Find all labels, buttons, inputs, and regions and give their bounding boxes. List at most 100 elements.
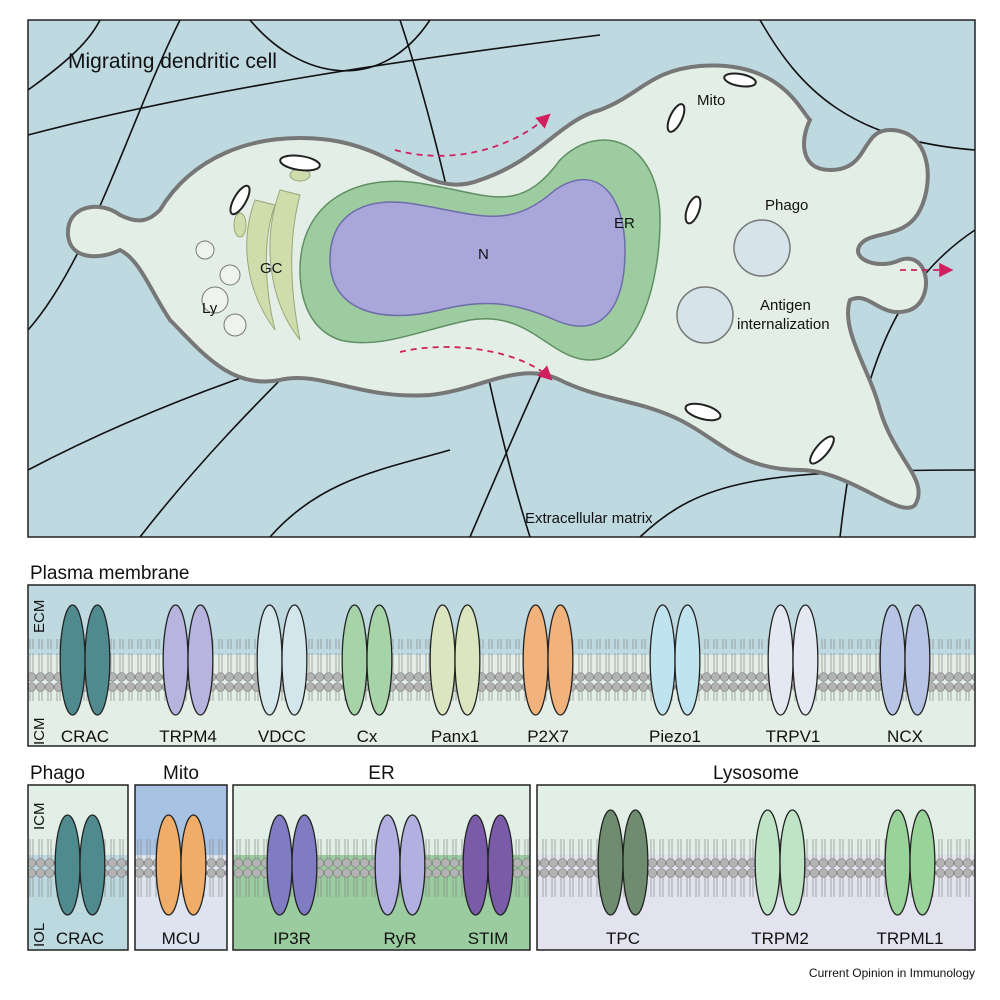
plasma-membrane-title: Plasma membrane <box>30 563 189 584</box>
channel-tpc: TPC <box>597 809 649 948</box>
journal-credit: Current Opinion in Immunology <box>809 966 975 980</box>
channel-trpm4: TRPM4 <box>159 604 217 746</box>
panel-title: Lysosome <box>713 763 799 784</box>
channel-mcu: MCU <box>155 814 207 948</box>
channel-subunit <box>547 604 574 716</box>
channel-subunit <box>59 604 86 716</box>
channel-subunit <box>674 604 701 716</box>
side-label-icm: ICM <box>31 803 48 831</box>
channel-ryr: RyR <box>374 814 426 948</box>
channel-label: TRPV1 <box>766 727 821 746</box>
channel-subunit <box>79 814 106 916</box>
golgi-complex <box>233 168 311 341</box>
channel-subunit <box>366 604 393 716</box>
panel-title: Phago <box>30 763 85 784</box>
channel-vdcc: VDCC <box>256 604 308 746</box>
channel-subunit <box>904 604 931 716</box>
channel-subunit <box>266 814 293 916</box>
channel-subunit <box>487 814 514 916</box>
channel-subunit <box>622 809 649 916</box>
label-nucleus: N <box>478 246 489 263</box>
channel-subunit <box>879 604 906 716</box>
channel-label: CRAC <box>56 929 104 948</box>
channel-subunit <box>281 604 308 716</box>
channel-piezo1: Piezo1 <box>649 604 701 746</box>
channel-subunit <box>597 809 624 916</box>
side-label-ecm: ECM <box>31 600 48 633</box>
channel-panx1: Panx1 <box>429 604 481 746</box>
channel-subunit <box>180 814 207 916</box>
channel-label: STIM <box>468 929 509 948</box>
plasma-membrane-panel: ECM ICM CRAC TRPM4 VDCC Cx Panx1 P2X7 Piezo1 TR… <box>27 584 976 747</box>
channel-ip3r: IP3R <box>266 814 318 948</box>
channel-trpm2: TRPM2 <box>751 809 809 948</box>
channel-label: Cx <box>357 727 378 746</box>
channel-label: IP3R <box>273 929 311 948</box>
phagosomes <box>676 219 791 344</box>
channel-subunit <box>256 604 283 716</box>
channel-subunit <box>462 814 489 916</box>
channel-stim: STIM <box>462 814 514 948</box>
channel-subunit <box>649 604 676 716</box>
channel-label: TRPM2 <box>751 929 809 948</box>
channel-subunit <box>341 604 368 716</box>
channel-subunit <box>792 604 819 716</box>
channel-label: TRPML1 <box>876 929 943 948</box>
panel-title: ER <box>368 763 394 784</box>
channel-subunit <box>399 814 426 916</box>
channel-subunit <box>187 604 214 716</box>
lysosomes <box>195 240 247 337</box>
channel-subunit <box>522 604 549 716</box>
channel-label: P2X7 <box>527 727 569 746</box>
channel-subunit <box>291 814 318 916</box>
nucleus <box>329 178 626 327</box>
channel-subunit <box>754 809 781 916</box>
panel-title: Mito <box>163 763 199 784</box>
channel-label: Piezo1 <box>649 727 701 746</box>
migration-arrows <box>394 113 954 381</box>
label-lysosome: Ly <box>202 300 218 317</box>
label-er: ER <box>614 215 635 232</box>
channel-label: TPC <box>606 929 640 948</box>
channel-subunit <box>155 814 182 916</box>
channel-label: CRAC <box>61 727 109 746</box>
label-mito: Mito <box>697 92 725 109</box>
channel-cx: Cx <box>341 604 393 746</box>
channel-ncx: NCX <box>879 604 931 746</box>
label-antigen: Antigen <box>760 297 811 314</box>
channel-subunit <box>84 604 111 716</box>
channel-subunit <box>454 604 481 716</box>
channel-p2x7: P2X7 <box>522 604 574 746</box>
channel-subunit <box>884 809 911 916</box>
channel-crac: CRAC <box>54 814 106 948</box>
cell-title: Migrating dendritic cell <box>68 50 277 73</box>
channel-subunit <box>374 814 401 916</box>
channel-subunit <box>767 604 794 716</box>
channel-label: TRPM4 <box>159 727 217 746</box>
channel-crac: CRAC <box>59 604 111 746</box>
channel-label: MCU <box>162 929 201 948</box>
channel-subunit <box>162 604 189 716</box>
label-extracellular-matrix: Extracellular matrix <box>525 510 653 527</box>
side-label-iol: IOL <box>31 923 48 947</box>
label-internalization: internalization <box>737 316 830 333</box>
channel-subunit <box>779 809 806 916</box>
dendritic-cell-panel: Migrating dendritic cell Mito ER N GC Ly… <box>27 19 976 538</box>
channel-label: VDCC <box>258 727 306 746</box>
channel-subunit <box>909 809 936 916</box>
channel-subunit <box>54 814 81 916</box>
side-label-icm: ICM <box>31 718 48 746</box>
channel-label: RyR <box>383 929 416 948</box>
panel-er: ER IP3R RyR STIM <box>232 763 531 951</box>
channel-trpml1: TRPML1 <box>876 809 944 948</box>
channel-trpv1: TRPV1 <box>766 604 821 746</box>
label-golgi: GC <box>260 260 283 277</box>
channel-label: Panx1 <box>431 727 479 746</box>
channel-subunit <box>429 604 456 716</box>
label-phago: Phago <box>765 197 808 214</box>
